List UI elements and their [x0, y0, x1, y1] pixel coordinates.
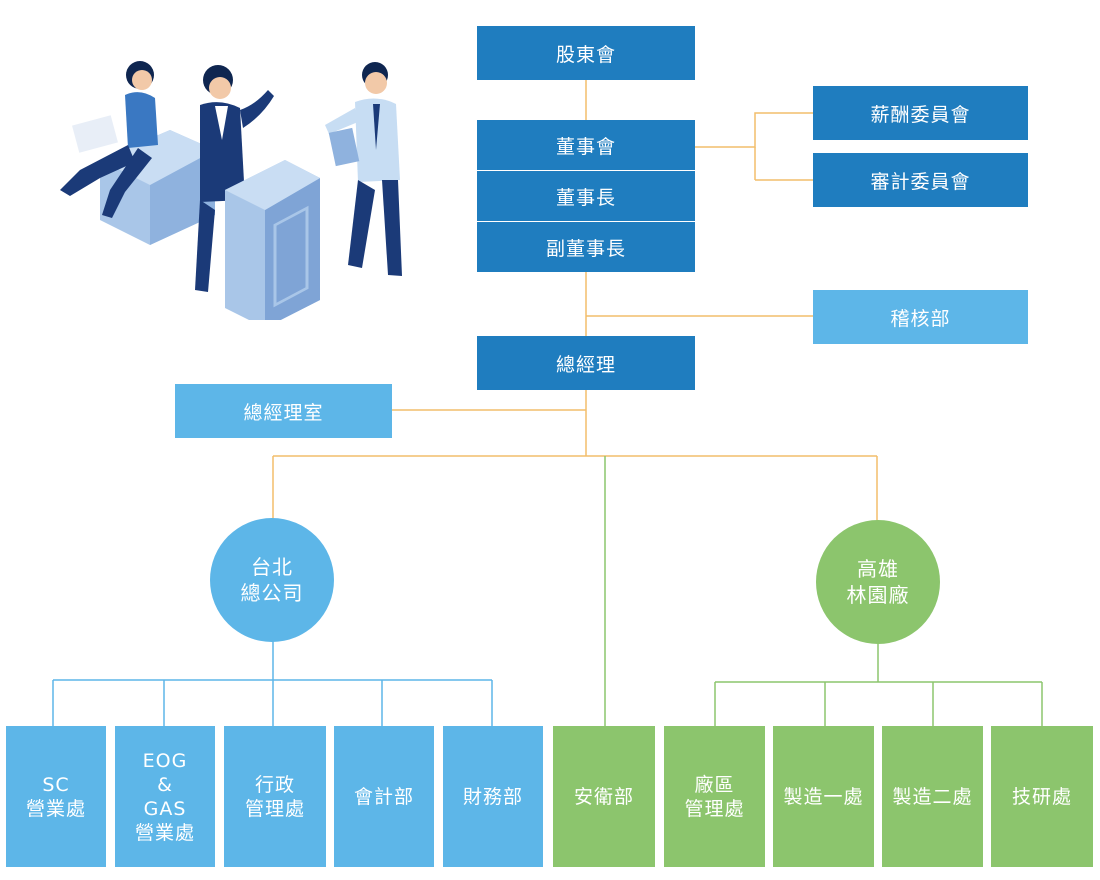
- shareholders-meeting-box[interactable]: 股東會: [477, 26, 695, 80]
- chairman-box[interactable]: 董事長: [477, 171, 695, 221]
- unit-text-line: 財務部: [462, 785, 523, 808]
- chairman-label: 董事長: [555, 186, 616, 209]
- safety-department-box[interactable]: 安衛部: [553, 726, 655, 867]
- remuneration-committee-box[interactable]: 薪酬委員會: [813, 86, 1028, 140]
- gm-office-box[interactable]: 總經理室: [175, 384, 392, 438]
- business-people-illustration: [60, 61, 402, 320]
- unit-text-line: 營業處: [134, 821, 195, 844]
- vice-chairman-label: 副董事長: [545, 237, 626, 260]
- unit-text-line: SC: [42, 773, 70, 796]
- unit-manufacturing-2-box[interactable]: 製造二處: [882, 726, 983, 867]
- unit-text-line: 營業處: [25, 797, 86, 820]
- gm-office-label: 總經理室: [243, 401, 324, 424]
- kaohsiung-plant-circle[interactable]: 高雄 林園廠: [816, 520, 940, 644]
- kaohsiung-plant-line2: 林園廠: [846, 583, 910, 607]
- taipei-hq-line2: 總公司: [240, 581, 304, 605]
- unit-admin-management-box[interactable]: 行政 管理處: [224, 726, 326, 867]
- unit-text-line: 行政: [254, 773, 295, 796]
- unit-plant-management-box[interactable]: 廠區 管理處: [664, 726, 765, 867]
- unit-text-line: 製造一處: [783, 785, 864, 808]
- unit-eog-gas-sales-box[interactable]: EOG & GAS 營業處: [115, 726, 215, 867]
- unit-text-line: 技研處: [1011, 785, 1072, 808]
- internal-audit-box[interactable]: 稽核部: [813, 290, 1028, 344]
- general-manager-box[interactable]: 總經理: [477, 336, 695, 390]
- unit-finance-box[interactable]: 財務部: [443, 726, 543, 867]
- unit-manufacturing-1-box[interactable]: 製造一處: [773, 726, 874, 867]
- unit-sc-sales-box[interactable]: SC 營業處: [6, 726, 106, 867]
- unit-text-line: 管理處: [684, 797, 745, 820]
- unit-accounting-box[interactable]: 會計部: [334, 726, 434, 867]
- board-of-directors-label: 董事會: [555, 135, 616, 158]
- internal-audit-label: 稽核部: [890, 307, 951, 330]
- taipei-hq-circle[interactable]: 台北 總公司: [210, 518, 334, 642]
- unit-text-line: 製造二處: [892, 785, 973, 808]
- shareholders-meeting-label: 股東會: [555, 43, 616, 66]
- general-manager-label: 總經理: [555, 353, 616, 376]
- taipei-hq-line1: 台北: [251, 555, 293, 579]
- unit-text-line: 管理處: [244, 797, 305, 820]
- kaohsiung-plant-line1: 高雄: [857, 557, 899, 581]
- vice-chairman-box[interactable]: 副董事長: [477, 222, 695, 272]
- unit-text-line: &: [157, 773, 173, 796]
- audit-committee-label: 審計委員會: [870, 170, 971, 193]
- audit-committee-box[interactable]: 審計委員會: [813, 153, 1028, 207]
- unit-text-line: EOG: [142, 749, 188, 772]
- remuneration-committee-label: 薪酬委員會: [870, 103, 971, 126]
- board-of-directors-box[interactable]: 董事會: [477, 120, 695, 170]
- unit-text-line: GAS: [143, 797, 187, 820]
- unit-text-line: 廠區: [694, 773, 735, 796]
- safety-department-label: 安衛部: [573, 785, 634, 808]
- unit-tech-research-box[interactable]: 技研處: [991, 726, 1093, 867]
- unit-text-line: 會計部: [353, 785, 414, 808]
